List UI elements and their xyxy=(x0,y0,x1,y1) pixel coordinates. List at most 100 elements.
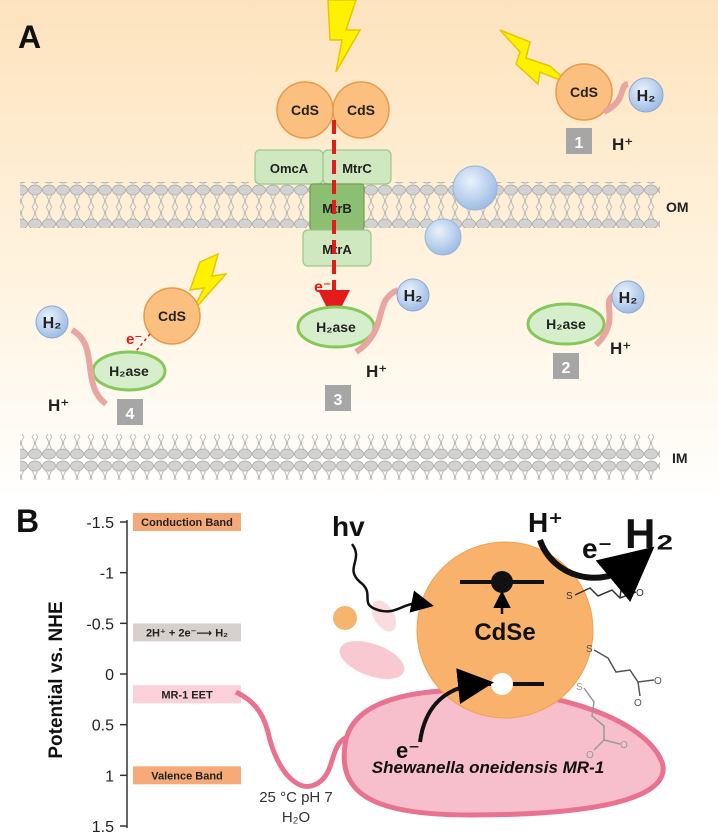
hydrogenase-label: H₂ase xyxy=(546,316,586,332)
axis-tick-label: -0.5 xyxy=(86,616,114,633)
cds-label: CdS xyxy=(158,308,186,324)
ligand-atom: O xyxy=(634,698,642,709)
electron-label: e⁻ xyxy=(582,533,612,564)
cds-particle xyxy=(332,81,390,139)
ligand xyxy=(593,649,655,697)
pathway-badge-4 xyxy=(117,399,143,425)
pathway-badge-1 xyxy=(566,128,592,154)
ligand-atom: O xyxy=(586,750,594,761)
mediator-sphere xyxy=(424,218,462,256)
hydrogenase-label: H₂ase xyxy=(316,319,356,335)
hplus-label: H⁺ xyxy=(610,339,631,358)
axis-tick-label: -1.5 xyxy=(86,515,114,532)
axis-tick-label: 1 xyxy=(105,768,114,785)
lightning-bolt-icon xyxy=(188,252,228,313)
reaction-arrow xyxy=(70,327,108,407)
mtra-label: MtrA xyxy=(322,242,352,257)
electron-label: e⁻ xyxy=(126,331,142,348)
axis-tick-label: 0 xyxy=(105,667,114,684)
energy-level-box xyxy=(133,513,241,531)
hplus-label: H⁺ xyxy=(48,396,69,415)
electron-label: e⁻ xyxy=(314,279,331,296)
panel-b-label: B xyxy=(16,503,39,539)
organism-label: Shewanella oneidensis MR-1 xyxy=(372,758,604,777)
mtra-protein xyxy=(302,229,372,267)
pathway-badge-3 xyxy=(325,385,351,411)
hydrogenase-label: H₂ase xyxy=(109,363,149,379)
reaction-arrow xyxy=(602,81,630,115)
reaction-arrow xyxy=(593,292,616,348)
hplus-label: H⁺ xyxy=(612,135,633,154)
h2-label: H₂ xyxy=(43,315,62,332)
panel-b-diagram: B -1.5 -1 -0.5 0 0.5 1 1.5 Conduction Band 2H⁺ … xyxy=(16,503,674,833)
mediator-sphere xyxy=(452,165,498,211)
excited-electron xyxy=(491,571,513,593)
conditions-line-1: 25 °C pH 7 xyxy=(259,789,333,806)
reduction-arrow xyxy=(537,538,655,602)
ligand-atom: S xyxy=(566,591,573,602)
h2-molecule xyxy=(35,305,69,339)
cdse-label: CdSe xyxy=(474,619,535,646)
energy-level-label: MR-1 EET xyxy=(161,689,213,701)
pathway-number: 2 xyxy=(562,360,571,377)
ligand-atom: O xyxy=(620,740,628,751)
ligand-atom: S xyxy=(586,644,593,655)
lightning-bolt-icon xyxy=(327,0,362,73)
cds-label: CdS xyxy=(291,102,319,118)
ligand-atom: S xyxy=(576,682,583,693)
electron-donation-arrow xyxy=(418,668,494,743)
photon-label: hv xyxy=(332,511,365,542)
panel-a-diagram: OmcA MtrC MtrB MtrA CdS CdS e⁻ H₂ase H₂ … xyxy=(18,0,689,480)
energy-level-box xyxy=(133,685,241,704)
pathway-number: 3 xyxy=(334,392,343,409)
h2-molecule xyxy=(628,77,664,113)
conditions-line-2: H₂O xyxy=(282,809,310,826)
ligand-atom: O xyxy=(654,676,662,687)
axis-tick-label: 0.5 xyxy=(92,718,114,735)
decorative-particle xyxy=(371,600,397,632)
h2-molecule xyxy=(611,280,645,314)
energy-level-box xyxy=(133,623,241,642)
electron-transfer-arrow xyxy=(123,333,151,367)
cds-label: CdS xyxy=(570,84,598,100)
pathway-number: 4 xyxy=(126,406,135,423)
decorative-particle xyxy=(339,640,405,680)
ligand xyxy=(583,687,621,751)
energy-level-label: 2H⁺ + 2e⁻⟶ H₂ xyxy=(146,627,228,639)
h2-molecule xyxy=(396,278,430,312)
omca-label: OmcA xyxy=(270,161,309,176)
photon-arrow xyxy=(350,543,434,613)
cds-label: CdS xyxy=(347,102,375,118)
panel-a-label: A xyxy=(18,19,41,55)
axis-tick-label: 1.5 xyxy=(92,819,114,833)
lightning-bolt-icon xyxy=(499,29,571,86)
axis-ticks: -1.5 -1 -0.5 0 0.5 1 1.5 xyxy=(86,515,127,833)
h2-label: H₂ xyxy=(619,290,638,307)
reaction-arrow xyxy=(354,287,400,355)
energy-levels: Conduction Band 2H⁺ + 2e⁻⟶ H₂ MR-1 EET Vale… xyxy=(133,513,241,785)
mtrc-label: MtrC xyxy=(342,161,372,176)
axis-tick-label: -1 xyxy=(100,566,114,583)
hplus-label: H⁺ xyxy=(366,362,387,381)
im-label: IM xyxy=(672,450,688,466)
bacterium-tail xyxy=(234,689,351,789)
om-label: OM xyxy=(666,199,689,215)
pathway-number: 1 xyxy=(575,135,584,152)
mtrb-label: MtrB xyxy=(322,201,352,216)
hplus-label: H⁺ xyxy=(528,507,563,538)
energy-level-label: Valence Band xyxy=(151,770,223,782)
h2-label: H₂ xyxy=(625,510,674,557)
h2-label: H₂ xyxy=(404,288,423,305)
cds-particle xyxy=(555,63,613,121)
ligand-atom: O xyxy=(636,588,644,599)
h2-label: H₂ xyxy=(637,88,656,105)
inner-membrane xyxy=(20,434,660,480)
cds-particle xyxy=(143,287,201,345)
pathway-badge-2 xyxy=(553,353,579,379)
electron-label: e⁻ xyxy=(396,738,420,763)
y-axis-label: Potential vs. NHE xyxy=(46,601,67,758)
energy-level-box xyxy=(133,766,241,785)
energy-level-label: Conduction Band xyxy=(141,517,233,529)
hydrogenase xyxy=(526,302,606,346)
